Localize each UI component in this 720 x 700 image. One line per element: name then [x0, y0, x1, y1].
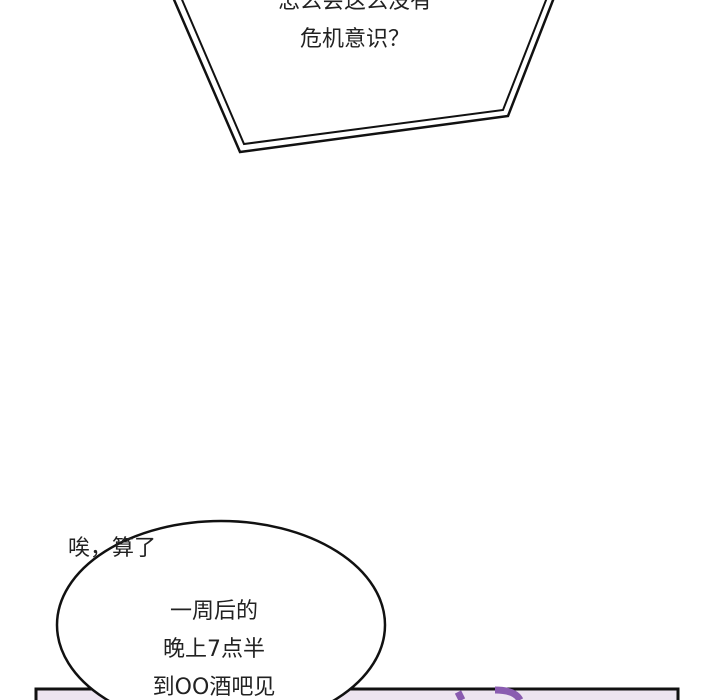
round-speech-bubble [55, 519, 387, 700]
round-bubble-line-3: 到OO酒吧见 [152, 675, 276, 700]
top-speech-bubble-outer [172, 0, 555, 154]
top-speech-bubble-inner [181, 0, 548, 146]
bottom-panel [34, 687, 680, 700]
round-bubble-line-2: 晚上7点半 [163, 637, 265, 662]
top-bubble-line-2: 危机意识？ [299, 27, 411, 52]
top-bubble-line-1: 怎么会这么没有 [277, 0, 433, 14]
aside-text: 唉，算了 [67, 536, 157, 561]
round-bubble-line-1: 一周后的 [169, 599, 259, 624]
panel-purple-stroke [454, 686, 524, 700]
